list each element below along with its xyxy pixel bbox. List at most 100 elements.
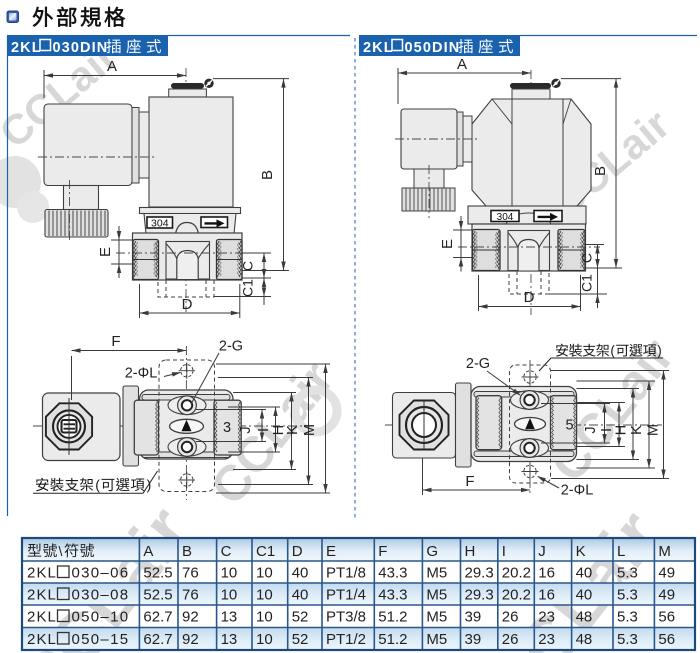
svg-text:J: J bbox=[238, 426, 254, 433]
svg-text:5.3: 5.3 bbox=[617, 631, 638, 648]
svg-text:B: B bbox=[592, 166, 609, 176]
svg-text:I: I bbox=[599, 428, 615, 432]
svg-text:A: A bbox=[107, 58, 117, 75]
svg-text:13: 13 bbox=[221, 631, 238, 648]
svg-text:E: E bbox=[439, 239, 456, 249]
svg-text:K: K bbox=[629, 425, 645, 435]
svg-text:10: 10 bbox=[256, 609, 273, 626]
svg-text:030DIN: 030DIN bbox=[53, 40, 109, 56]
svg-text:2KL: 2KL bbox=[27, 631, 57, 648]
svg-text:20.2: 20.2 bbox=[502, 587, 531, 604]
svg-text:C1: C1 bbox=[240, 279, 256, 297]
svg-text:E: E bbox=[97, 247, 114, 257]
svg-text:49: 49 bbox=[658, 565, 675, 582]
svg-text:(: ( bbox=[610, 343, 615, 358]
svg-text:K: K bbox=[285, 425, 301, 435]
svg-text:16: 16 bbox=[538, 565, 555, 582]
svg-text:PT1/2: PT1/2 bbox=[326, 631, 366, 648]
svg-text:C: C bbox=[221, 543, 232, 560]
svg-text:050DIN: 050DIN bbox=[405, 40, 461, 56]
svg-text:48: 48 bbox=[576, 609, 593, 626]
svg-text:43.3: 43.3 bbox=[378, 565, 407, 582]
svg-text:10: 10 bbox=[221, 565, 238, 582]
svg-text:43.3: 43.3 bbox=[378, 587, 407, 604]
svg-text:B: B bbox=[182, 543, 192, 560]
svg-text:23: 23 bbox=[538, 609, 555, 626]
svg-text:3: 3 bbox=[223, 420, 231, 436]
svg-text:2KL: 2KL bbox=[27, 587, 57, 604]
svg-text:51.2: 51.2 bbox=[378, 631, 407, 648]
svg-text:2KL: 2KL bbox=[11, 40, 42, 56]
svg-text:C: C bbox=[579, 253, 595, 263]
svg-text:26: 26 bbox=[502, 609, 519, 626]
svg-text:I: I bbox=[502, 543, 506, 560]
svg-text:52: 52 bbox=[292, 609, 309, 626]
svg-text:B: B bbox=[259, 170, 276, 180]
svg-text:D: D bbox=[182, 296, 193, 313]
svg-text:39: 39 bbox=[465, 631, 482, 648]
svg-text:56: 56 bbox=[658, 631, 675, 648]
svg-text:C1: C1 bbox=[579, 274, 595, 292]
svg-text:M: M bbox=[302, 424, 318, 436]
svg-text:PT1/8: PT1/8 bbox=[326, 565, 366, 582]
svg-text:13: 13 bbox=[221, 609, 238, 626]
svg-text:L: L bbox=[617, 543, 625, 560]
svg-text:92: 92 bbox=[182, 631, 199, 648]
svg-text:(: ( bbox=[95, 477, 100, 493]
svg-text:050–15: 050–15 bbox=[72, 631, 130, 648]
svg-text:F: F bbox=[111, 333, 120, 350]
svg-text:A: A bbox=[143, 543, 153, 560]
svg-text:2KL: 2KL bbox=[27, 609, 57, 626]
svg-text:304: 304 bbox=[497, 212, 514, 223]
svg-text:C1: C1 bbox=[256, 543, 275, 560]
svg-text:030–08: 030–08 bbox=[72, 587, 130, 604]
svg-text:5.3: 5.3 bbox=[617, 587, 638, 604]
svg-text:PT1/4: PT1/4 bbox=[326, 587, 366, 604]
svg-text:G: G bbox=[426, 543, 438, 560]
svg-text:52: 52 bbox=[292, 631, 309, 648]
svg-text:51.2: 51.2 bbox=[378, 609, 407, 626]
svg-text:H: H bbox=[271, 425, 287, 435]
svg-text:304: 304 bbox=[151, 217, 169, 229]
svg-text:M5: M5 bbox=[426, 565, 447, 582]
svg-text:E: E bbox=[326, 543, 336, 560]
svg-text:M5: M5 bbox=[426, 609, 447, 626]
svg-text:2KL: 2KL bbox=[363, 40, 394, 56]
svg-text:26: 26 bbox=[502, 631, 519, 648]
svg-text:23: 23 bbox=[538, 631, 555, 648]
svg-text:2-G: 2-G bbox=[219, 339, 243, 355]
svg-text:40: 40 bbox=[292, 587, 309, 604]
svg-text:2-ΦL: 2-ΦL bbox=[125, 366, 158, 382]
svg-text:H: H bbox=[465, 543, 476, 560]
svg-text:48: 48 bbox=[576, 631, 593, 648]
svg-text:49: 49 bbox=[658, 587, 675, 604]
svg-text:M5: M5 bbox=[426, 631, 447, 648]
svg-text:C: C bbox=[240, 261, 256, 271]
svg-text:): ) bbox=[657, 343, 662, 358]
svg-text:2-G: 2-G bbox=[466, 356, 490, 372]
svg-text:52.5: 52.5 bbox=[143, 565, 172, 582]
svg-text:10: 10 bbox=[256, 587, 273, 604]
svg-text:56: 56 bbox=[658, 609, 675, 626]
svg-text:10: 10 bbox=[221, 587, 238, 604]
svg-text:76: 76 bbox=[182, 565, 199, 582]
svg-text:62.7: 62.7 bbox=[143, 609, 172, 626]
svg-text:62.7: 62.7 bbox=[143, 631, 172, 648]
svg-text:J: J bbox=[583, 426, 599, 433]
svg-text:H: H bbox=[614, 425, 630, 435]
svg-text:52.5: 52.5 bbox=[143, 587, 172, 604]
svg-text:5.3: 5.3 bbox=[617, 565, 638, 582]
svg-text:030–06: 030–06 bbox=[72, 565, 130, 582]
svg-text:PT3/8: PT3/8 bbox=[326, 609, 366, 626]
svg-text:2KL: 2KL bbox=[27, 565, 57, 582]
svg-text:10: 10 bbox=[256, 631, 273, 648]
svg-text:D: D bbox=[292, 543, 303, 560]
svg-text:2-ΦL: 2-ΦL bbox=[561, 483, 594, 499]
svg-text:5: 5 bbox=[565, 418, 573, 434]
svg-text:050–10: 050–10 bbox=[72, 609, 130, 626]
svg-text:M5: M5 bbox=[426, 587, 447, 604]
svg-text:\: \ bbox=[59, 543, 63, 559]
svg-text:16: 16 bbox=[538, 587, 555, 604]
svg-text:I: I bbox=[256, 428, 272, 432]
svg-text:92: 92 bbox=[182, 609, 199, 626]
